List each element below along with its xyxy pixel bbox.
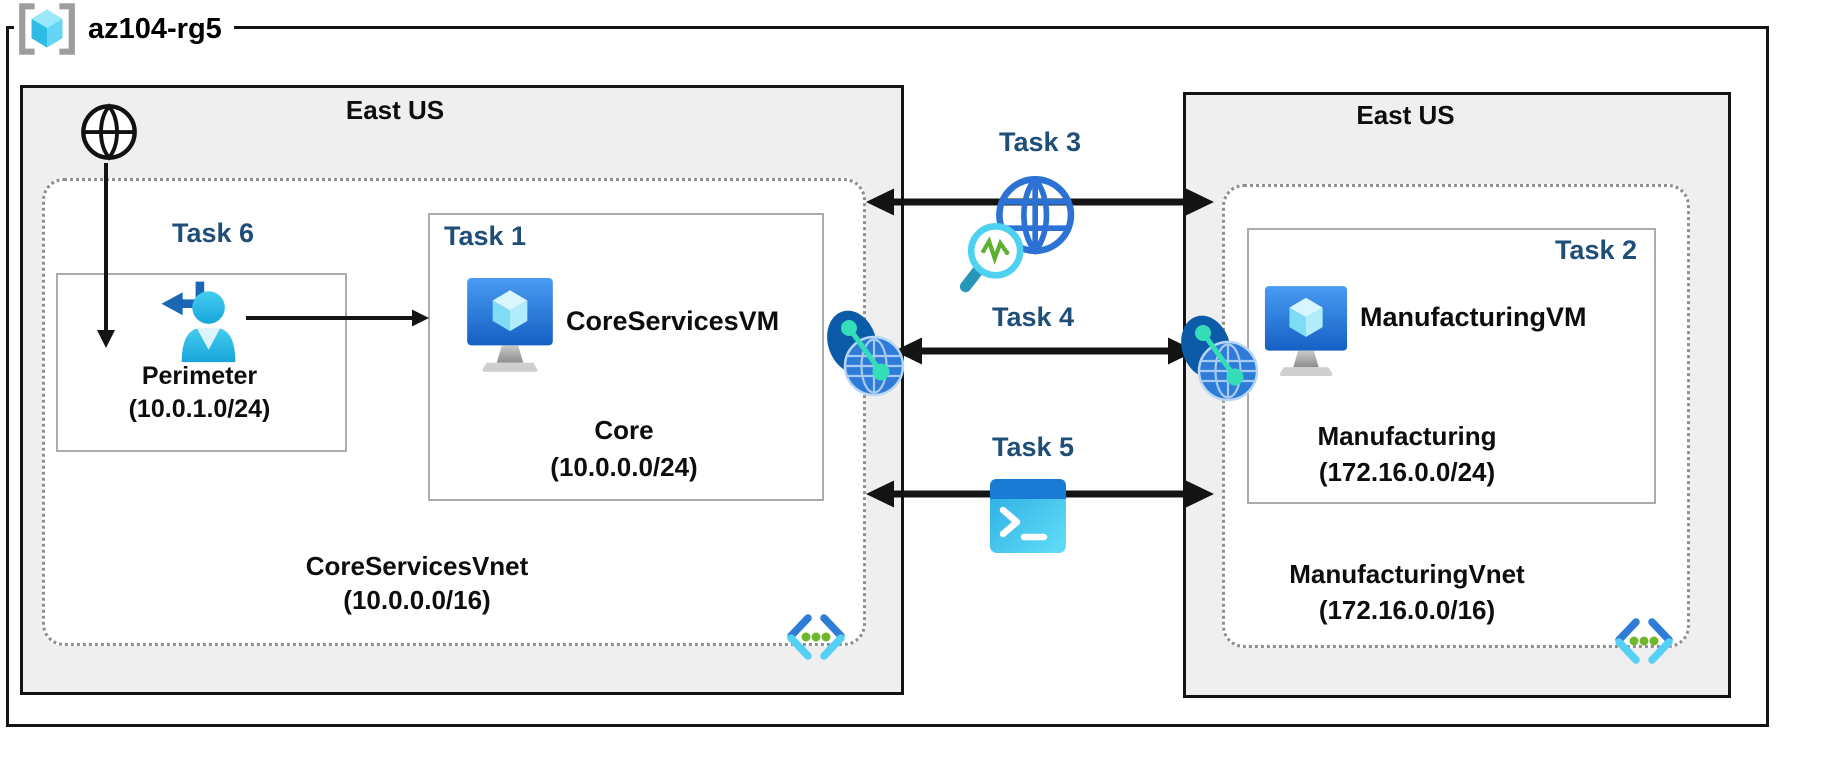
task2-label: Task 2 <box>1554 235 1637 265</box>
manufacturing-vnet-label: ManufacturingVnet (172.16.0.0/16) <box>1222 556 1592 628</box>
manufacturing-vnet-name: ManufacturingVnet <box>1289 559 1525 589</box>
perimeter-subnet-label: Perimeter (10.0.1.0/24) <box>56 360 343 426</box>
core-vm-icon <box>464 276 556 378</box>
manufacturing-vm-label: ManufacturingVM <box>1360 302 1587 332</box>
sign-in-user-icon <box>152 274 244 366</box>
virtual-network-icon-right <box>1612 617 1676 665</box>
internet-globe-icon <box>78 101 140 163</box>
core-subnet-name: Core <box>594 415 654 445</box>
manufacturing-subnet-name: Manufacturing <box>1317 421 1497 451</box>
core-subnet-label: Core (10.0.0.0/24) <box>428 412 820 486</box>
manufacturing-vm-icon <box>1262 284 1350 382</box>
network-peering-icon-left <box>818 306 912 402</box>
core-services-vnet-cidr: (10.0.0.0/16) <box>343 585 491 615</box>
task3-label: Task 3 <box>998 127 1082 157</box>
perimeter-subnet-name: Perimeter <box>141 362 258 390</box>
resource-group-header: az104-rg5 <box>14 0 234 58</box>
resource-group-title: az104-rg5 <box>88 12 222 45</box>
task1-label: Task 1 <box>444 221 527 251</box>
task4-arrow <box>894 337 1196 365</box>
right-region-label: East US <box>1356 100 1455 130</box>
task6-label: Task 6 <box>171 218 255 248</box>
task5-label: Task 5 <box>991 432 1075 462</box>
manufacturing-subnet-cidr: (172.16.0.0/24) <box>1318 457 1496 487</box>
perimeter-subnet-cidr: (10.0.1.0/24) <box>128 395 271 423</box>
core-subnet-cidr: (10.0.0.0/24) <box>550 452 698 482</box>
network-watcher-icon <box>958 166 1086 298</box>
manufacturing-vnet-cidr: (172.16.0.0/16) <box>1318 595 1496 625</box>
perimeter-to-core-arrow <box>246 309 429 327</box>
core-services-vnet-label: CoreServicesVnet (10.0.0.0/16) <box>42 549 792 617</box>
resource-group-icon <box>14 1 80 57</box>
left-region-label: East US <box>345 95 445 125</box>
core-services-vnet-name: CoreServicesVnet <box>305 551 529 581</box>
network-peering-icon-right <box>1172 311 1266 407</box>
virtual-network-icon-left <box>784 613 848 661</box>
cloud-shell-icon <box>988 477 1068 555</box>
core-subnet-box <box>428 213 824 501</box>
core-vm-label: CoreServicesVM <box>566 306 780 336</box>
manufacturing-subnet-label: Manufacturing (172.16.0.0/24) <box>1247 418 1567 490</box>
internet-to-perimeter-arrow <box>97 163 115 348</box>
task4-label: Task 4 <box>991 302 1075 332</box>
